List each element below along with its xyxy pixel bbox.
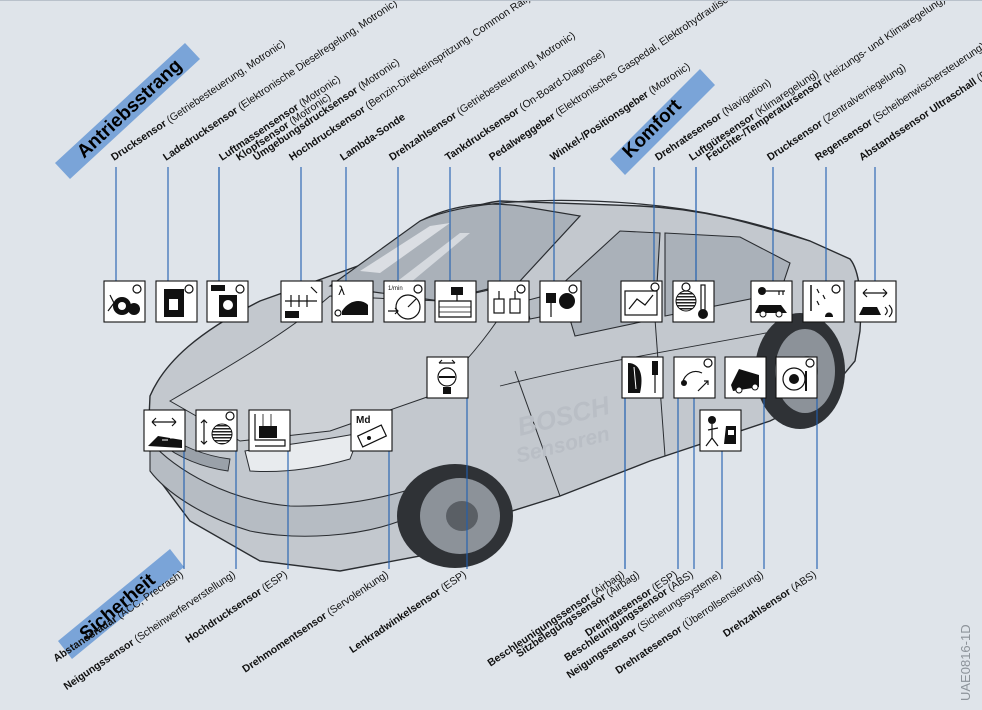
sensor-description: (Servolenkung) [323, 569, 391, 620]
bottom-sensor-icons: Md [143, 356, 818, 452]
sensor-description: (Benzin-Direkteinspritzung, Common Rail) [361, 1, 533, 114]
gear-pressure-icon [103, 280, 146, 323]
engine-pressure-icon [155, 280, 198, 323]
air-mass-icon [206, 280, 249, 323]
brake-pressure-icon [248, 409, 291, 452]
steering-angle-icon [426, 356, 469, 399]
sensor-description: (ESP) [257, 569, 289, 596]
rain-icon [802, 280, 845, 323]
sensor-label: Regensensor (Scheibenwischersteuerung) [813, 40, 982, 163]
svg-text:λ: λ [338, 284, 345, 298]
pedal-icon [487, 280, 530, 323]
leader-lines [115, 167, 876, 569]
torque-icon: Md [350, 409, 393, 452]
navigation-icon [620, 280, 663, 323]
airbag-accel-icon [621, 356, 664, 399]
tank-pressure-icon [434, 280, 477, 323]
sensor-label: Hochdrucksensor (ESP) [183, 569, 289, 646]
rpm-unit-label: 1/min [388, 286, 403, 292]
key-icon [750, 280, 793, 323]
yaw-rate-icon [673, 356, 716, 399]
sensor-description: (ESP) [436, 569, 468, 596]
sensor-description: (ABS) [786, 569, 818, 596]
abs-accel-icon [724, 356, 767, 399]
headlight-icon [195, 409, 238, 452]
throttle-icon [539, 280, 582, 323]
torque-unit-label: Md [356, 415, 370, 426]
top-sensor-icons: λ 1/min [103, 280, 897, 323]
sensor-name: Drehmomentsensor [240, 610, 329, 675]
theft-icon [699, 409, 742, 452]
thermometer-icon [672, 280, 715, 323]
ultrasonic-icon [854, 280, 897, 323]
figure-code: UAE0816-1D [958, 624, 973, 701]
sensor-label: Feuchte-/Temperatursensor (Heizungs- und… [704, 1, 948, 163]
rpm-gauge-icon: 1/min [383, 280, 426, 323]
sensor-label: Umgebungsdrucksensor (Motronic) [251, 56, 402, 163]
fuel-rail-icon [280, 280, 323, 323]
wheel-speed-icon [775, 356, 818, 399]
front-wheel [397, 464, 513, 568]
radar-icon [143, 409, 186, 452]
lambda-probe-icon: λ [331, 280, 374, 323]
sensor-label: Drehzahlsensor (ABS) [721, 569, 819, 640]
